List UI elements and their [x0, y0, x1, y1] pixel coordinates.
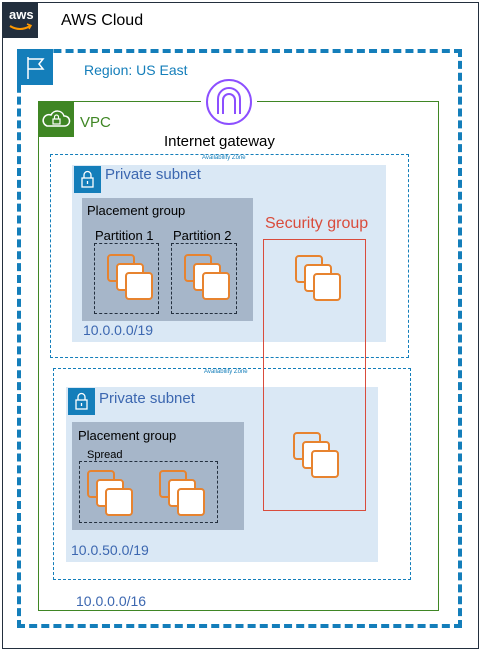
- spread-box: [79, 461, 218, 523]
- availability-zone-2: [53, 368, 411, 580]
- subnet-2-cidr: 10.0.50.0/19: [71, 542, 149, 558]
- ec2-instances-icon: [293, 432, 339, 478]
- cloud-lock-icon: [42, 110, 71, 127]
- spread-label: Spread: [87, 449, 123, 461]
- flag-icon: [27, 57, 45, 79]
- partition-2-box: [171, 243, 237, 314]
- subnet-1-label: Private subnet: [105, 166, 201, 183]
- aws-smile-icon: [9, 23, 33, 30]
- subnet-2-label: Private subnet: [99, 390, 195, 407]
- ec2-instances-icon: [87, 470, 133, 516]
- region-label: Region: US East: [84, 62, 188, 78]
- lock-icon: [81, 170, 94, 188]
- subnet-1-cidr: 10.0.0.0/19: [83, 322, 154, 338]
- partition-2-label: Partition 2: [173, 228, 232, 243]
- subnet-2-lock-badge: [68, 388, 95, 415]
- aws-cloud-label: AWS Cloud: [61, 12, 144, 29]
- internet-gateway-label: Internet gateway: [164, 133, 275, 150]
- ec2-instances-icon: [184, 254, 230, 300]
- security-group-label: Security group: [265, 215, 369, 232]
- vpc-badge: [38, 101, 74, 137]
- availability-zone-2-label: Availability Zone: [204, 369, 248, 375]
- ec2-instances-icon: [107, 254, 153, 300]
- region-frame: [17, 49, 462, 628]
- placement-group-2-label: Placement group: [78, 428, 177, 443]
- partition-1-label: Partition 1: [95, 228, 154, 243]
- subnet-1-lock-badge: [74, 166, 101, 193]
- placement-group-1: [82, 198, 253, 321]
- vpc-cidr: 10.0.0.0/16: [76, 593, 147, 609]
- internet-gateway-icon: [201, 77, 257, 127]
- partition-1-box: [94, 243, 159, 314]
- lock-icon: [75, 392, 88, 410]
- aws-logo-text: aws: [9, 7, 34, 22]
- availability-zone-1: [50, 154, 409, 358]
- security-group-box: [263, 239, 366, 511]
- ec2-instances-icon: [295, 255, 341, 301]
- availability-zone-1-label: Availability Zone: [202, 155, 246, 161]
- ec2-instances-icon: [159, 470, 205, 516]
- placement-group-2: [72, 422, 244, 530]
- vpc-label: VPC: [80, 114, 111, 131]
- region-badge: [17, 49, 53, 85]
- placement-group-1-label: Placement group: [87, 203, 186, 218]
- aws-logo: aws: [2, 2, 38, 38]
